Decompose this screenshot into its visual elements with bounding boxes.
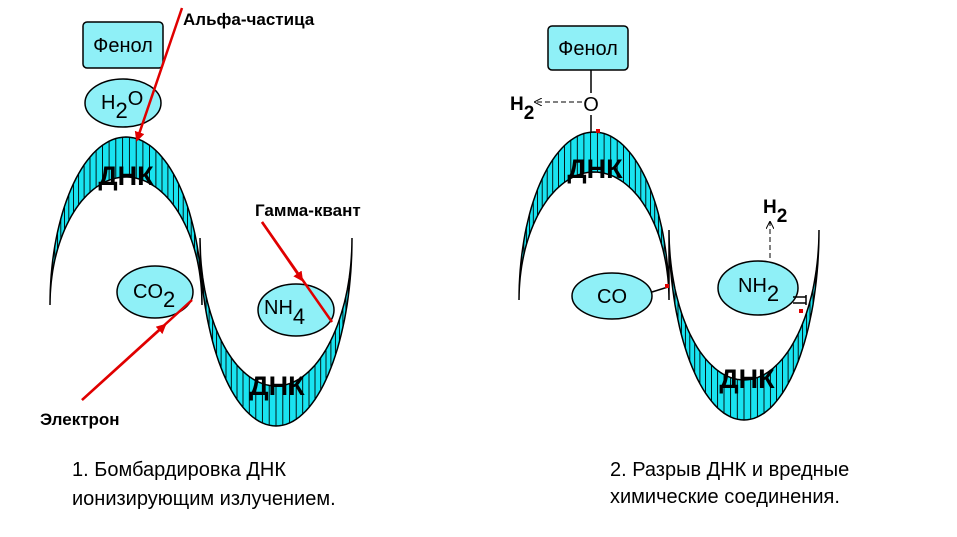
dna-bottom-label-2: ДНК <box>719 364 775 394</box>
co2-subscript: 2 <box>163 287 175 312</box>
phenol-label-2: Фенол <box>558 38 618 60</box>
break-mark-top <box>596 129 600 133</box>
nh2-base: NH <box>738 275 767 297</box>
gamma-ray-arrow <box>260 221 304 282</box>
svg-text:NH4: NH4 <box>264 297 305 329</box>
caption-1-line-2: ионизирующим излучением. <box>72 488 336 510</box>
alpha-ray-arrow <box>134 7 184 142</box>
caption-2-line-1: 2. Разрыв ДНК и вредные <box>610 459 849 481</box>
water-tail: O <box>128 88 144 110</box>
break-mark-middle <box>665 284 669 288</box>
nh4-subscript: 4 <box>293 304 305 329</box>
co-molecule: CO <box>571 272 653 320</box>
svg-text:H2O: H2O <box>101 88 143 123</box>
svg-text:CO2: CO2 <box>133 281 175 312</box>
svg-text:H2: H2 <box>510 94 534 124</box>
nh2-subscript: 2 <box>767 281 779 306</box>
water-base: H <box>101 92 115 114</box>
co2-molecule: CO2 <box>116 265 194 319</box>
phenol-label: Фенол <box>93 35 153 57</box>
dna-strand-broken <box>518 131 820 421</box>
dna-top-label-2: ДНК <box>567 154 623 184</box>
alpha-particle-label: Альфа-частица <box>183 10 315 29</box>
h2-right-subscript: 2 <box>777 206 788 227</box>
co-label: CO <box>597 286 627 308</box>
electron-label: Электрон <box>40 410 120 429</box>
dna-strand <box>49 136 353 427</box>
electron-ray-arrow <box>81 323 167 401</box>
nh2-molecule: NH2 <box>717 260 799 316</box>
caption-1-line-1: 1. Бомбардировка ДНК <box>72 459 286 481</box>
dna-ribbon <box>518 131 820 421</box>
break-mark-right <box>799 309 803 313</box>
h2-left-base: H <box>510 94 524 115</box>
dna-bottom-label: ДНК <box>249 371 305 401</box>
gamma-quantum-label: Гамма-квант <box>255 201 361 220</box>
oxygen-label: O <box>583 94 599 116</box>
nh4-base: NH <box>264 297 293 319</box>
phenol-box-2: Фенол <box>547 25 629 71</box>
water-subscript: 2 <box>115 98 127 123</box>
caption-2-line-2: химические соединения. <box>610 486 840 508</box>
h2-left-subscript: 2 <box>524 103 535 124</box>
panel-dna-break: Фенол O H2 ДНК ДНК CO NH2 <box>510 25 849 508</box>
svg-text:H2: H2 <box>763 197 787 227</box>
water-molecule: H2O <box>84 78 162 128</box>
svg-text:NH2: NH2 <box>738 275 779 306</box>
h2-right-base: H <box>763 197 777 218</box>
panel-bombardment: Фенол H2O ДНК ДНК CO2 NH4 <box>40 7 361 510</box>
co2-base: CO <box>133 281 163 303</box>
phenol-box: Фенол <box>82 21 164 69</box>
dna-top-label: ДНК <box>98 161 154 191</box>
